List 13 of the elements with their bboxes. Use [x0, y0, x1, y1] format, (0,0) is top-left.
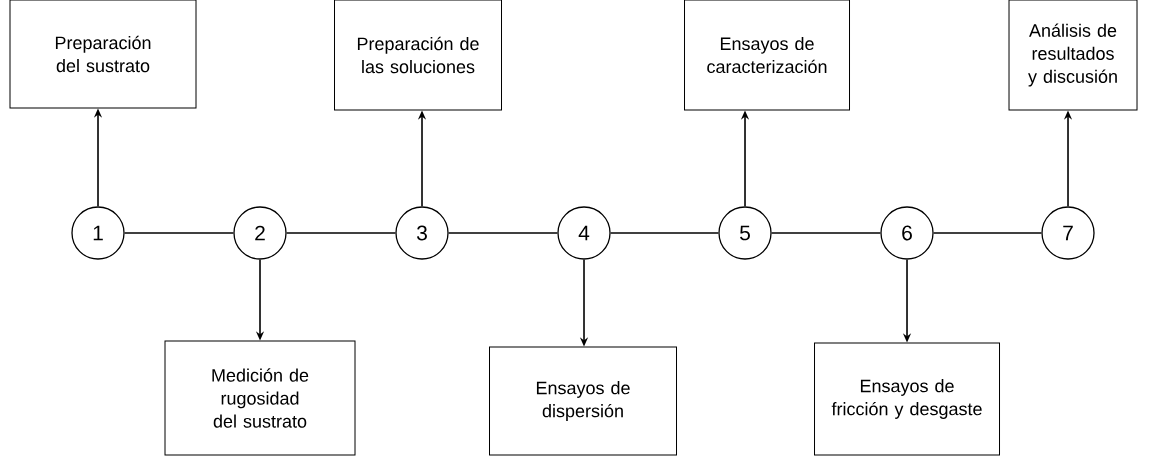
step-box: Preparación del sustrato: [9, 0, 197, 109]
step-box: Medición de rugosidad del sustrato: [164, 340, 356, 456]
connector-line: [285, 232, 397, 234]
step-box: Ensayos de dispersión: [489, 346, 677, 456]
connector-line: [447, 232, 559, 234]
step-box: Preparación de las soluciones: [334, 0, 502, 111]
step-box: Ensayos de caracterización: [684, 0, 850, 111]
connector-line: [123, 232, 235, 234]
connector-line: [770, 232, 882, 234]
connector-line: [609, 232, 720, 234]
step-box: Análisis de resultados y discusión: [1008, 0, 1138, 111]
connector-line: [932, 232, 1043, 234]
step-box: Ensayos de fricción y desgaste: [814, 342, 1000, 456]
